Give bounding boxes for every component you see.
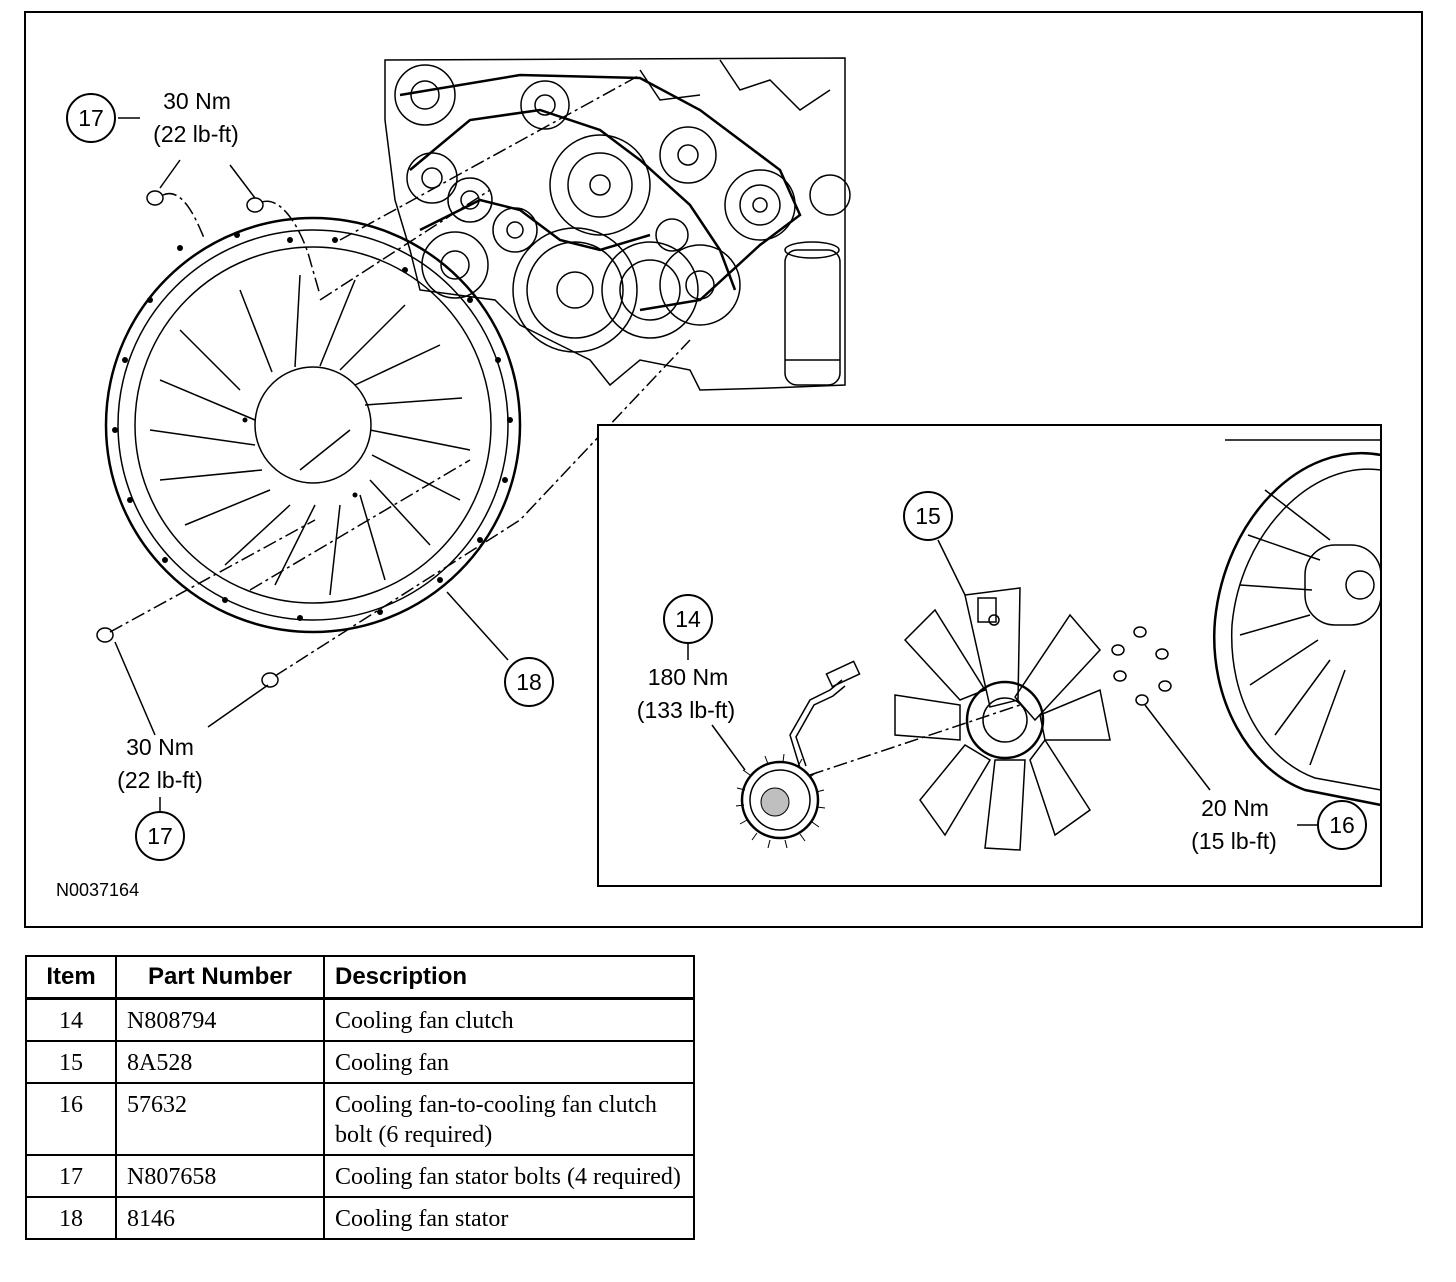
svg-text:16: 16: [1329, 812, 1355, 838]
leader-lines: [114, 117, 509, 815]
table-row: 18 8146 Cooling fan stator: [25, 1196, 695, 1240]
exploded-view-diagram: 17 17 18 14 15 16 30 Nm (22 lb-ft) 30 Nm…: [24, 11, 1423, 928]
cell-part-number: 8A528: [115, 1040, 325, 1084]
cell-item: 15: [25, 1040, 117, 1084]
torque-top-lbft: (22 lb-ft): [153, 121, 239, 147]
cell-description: Cooling fan clutch: [323, 997, 695, 1042]
cell-part-number: N808794: [115, 997, 325, 1042]
stator-bolt-bottom-right: [261, 672, 279, 688]
figure-frame: [24, 11, 1423, 928]
header-part-number: Part Number: [115, 955, 325, 1000]
torque-bolt-lbft: (15 lb-ft): [1191, 828, 1277, 854]
inset-leader-lines: [687, 539, 1318, 826]
fan-bolts-drawing: [1111, 626, 1211, 791]
cell-description: Cooling fan: [323, 1040, 695, 1084]
torque-top-nm: 30 Nm: [163, 88, 231, 114]
stator-bolt-bottom-left: [96, 627, 114, 643]
cell-description: Cooling fan stator: [323, 1196, 695, 1240]
callout-15: 15: [903, 491, 953, 541]
cell-item: 16: [25, 1082, 117, 1156]
callout-17-top: 17: [66, 93, 116, 143]
svg-text:14: 14: [675, 606, 701, 632]
cell-part-number: 57632: [115, 1082, 325, 1156]
torque-clutch-nm: 180 Nm: [648, 664, 729, 690]
svg-text:18: 18: [516, 669, 542, 695]
cell-part-number: N807658: [115, 1154, 325, 1198]
header-description: Description: [323, 955, 695, 1000]
torque-bottom-nm: 30 Nm: [126, 734, 194, 760]
callout-17-bottom: 17: [135, 811, 185, 861]
cell-part-number: 8146: [115, 1196, 325, 1240]
parts-table: Item Part Number Description 14 N808794 …: [25, 955, 695, 1240]
callout-16: 16: [1317, 800, 1367, 850]
table-row: 16 57632 Cooling fan-to-cooling fan clut…: [25, 1082, 695, 1156]
callout-18: 18: [504, 657, 554, 707]
fan-stator-drawing: [104, 216, 522, 634]
table-row: 14 N808794 Cooling fan clutch: [25, 997, 695, 1042]
svg-text:15: 15: [915, 503, 941, 529]
torque-bolt-nm: 20 Nm: [1201, 795, 1269, 821]
cooling-fan-drawing: [809, 587, 1111, 851]
cell-item: 18: [25, 1196, 117, 1240]
stator-bolt-top-right: [246, 197, 264, 213]
engine-front-drawing: [384, 57, 851, 391]
table-row: 15 8A528 Cooling fan: [25, 1040, 695, 1084]
figure-id: N0037164: [56, 880, 139, 900]
fan-clutch-drawing: [735, 660, 861, 849]
assembly-centerlines: [109, 74, 691, 677]
stator-bolt-top-left: [146, 190, 164, 206]
cell-item: 14: [25, 997, 117, 1042]
svg-text:17: 17: [78, 105, 104, 131]
cell-description: Cooling fan stator bolts (4 required): [323, 1154, 695, 1198]
inset-stator-partial: [1212, 439, 1382, 807]
torque-bottom-lbft: (22 lb-ft): [117, 767, 203, 793]
header-item: Item: [25, 955, 117, 1000]
parts-table-header: Item Part Number Description: [25, 955, 695, 1000]
table-row: 17 N807658 Cooling fan stator bolts (4 r…: [25, 1154, 695, 1198]
callout-14: 14: [663, 594, 713, 644]
torque-clutch-lbft: (133 lb-ft): [637, 697, 735, 723]
cell-description: Cooling fan-to-cooling fan clutch bolt (…: [323, 1082, 695, 1156]
cell-item: 17: [25, 1154, 117, 1198]
svg-text:17: 17: [147, 823, 173, 849]
